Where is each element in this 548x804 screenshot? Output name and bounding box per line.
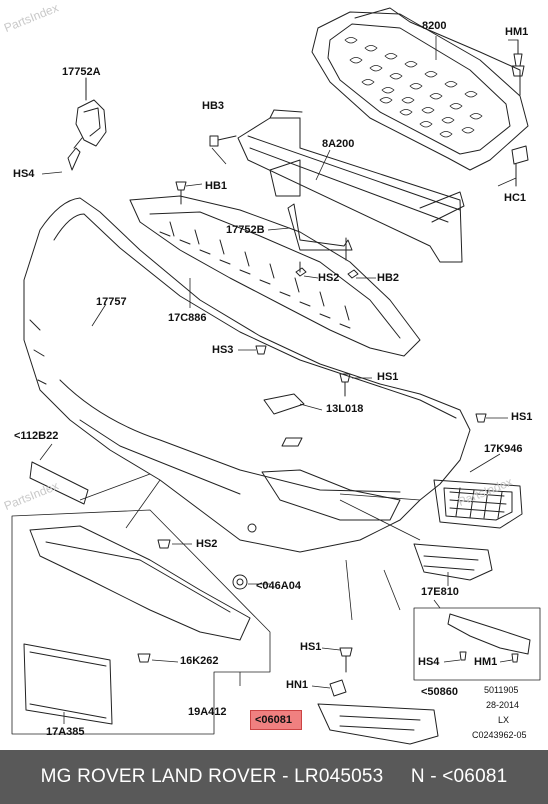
label-hb2[interactable]: HB2 [377,272,400,284]
label-17k946[interactable]: 17K946 [484,443,523,455]
label-hb1[interactable]: HB1 [205,180,228,192]
stamp-line-2: 28-2014 [486,700,520,710]
stamp-line-4: C0243962-05 [472,730,527,740]
footer-text: MG ROVER LAND ROVER - LR045053 N - <0608… [40,766,508,787]
label-17a385[interactable]: 17A385 [46,726,85,738]
parts-diagram [11,7,541,745]
label-hs1-b[interactable]: HS1 [511,411,533,423]
label-hs1-c[interactable]: HS1 [300,641,322,653]
label-17752a[interactable]: 17752A [62,66,101,78]
label-hs2-bottom[interactable]: HS2 [196,538,218,550]
label-hs2-top[interactable]: HS2 [318,272,340,284]
label-hs4-bottom[interactable]: HS4 [418,656,440,668]
label-hm1-bottom[interactable]: HM1 [474,656,498,668]
label-hs1-a[interactable]: HS1 [377,371,399,383]
stamp-line-1: 5011905 [484,685,519,695]
label-17c886[interactable]: 17C886 [168,312,207,324]
label-hn1[interactable]: HN1 [286,679,309,691]
label-17752b[interactable]: 17752B [226,224,265,236]
label-hm1-top[interactable]: HM1 [505,26,529,38]
label-16k262[interactable]: 16K262 [180,655,219,667]
label-046a04[interactable]: <046A04 [256,580,301,592]
footer-bar: MG ROVER LAND ROVER - LR045053 N - <0608… [0,750,548,804]
label-17757[interactable]: 17757 [96,296,127,308]
label-17e810[interactable]: 17E810 [421,586,459,598]
label-50860[interactable]: <50860 [421,686,459,698]
label-hs4-top[interactable]: HS4 [13,168,35,180]
label-8200[interactable]: 8200 [422,20,447,32]
label-19a412[interactable]: 19A412 [188,706,227,718]
stamp-line-3: LX [498,715,510,725]
label-112b22[interactable]: <112B22 [14,430,59,442]
label-hc1[interactable]: HC1 [504,192,527,204]
label-hb3[interactable]: HB3 [202,100,225,112]
side-grille [433,479,523,529]
label-hs3[interactable]: HS3 [212,344,234,356]
label-06081[interactable]: <06081 [255,714,293,726]
highlight-box [250,710,302,730]
grille-part [311,7,529,171]
energy-absorber [129,195,421,357]
reinforcement-beam [237,109,465,263]
bumper-cover [23,197,471,553]
label-8a200[interactable]: 8A200 [322,138,355,150]
label-13l018[interactable]: 13L018 [326,403,364,415]
